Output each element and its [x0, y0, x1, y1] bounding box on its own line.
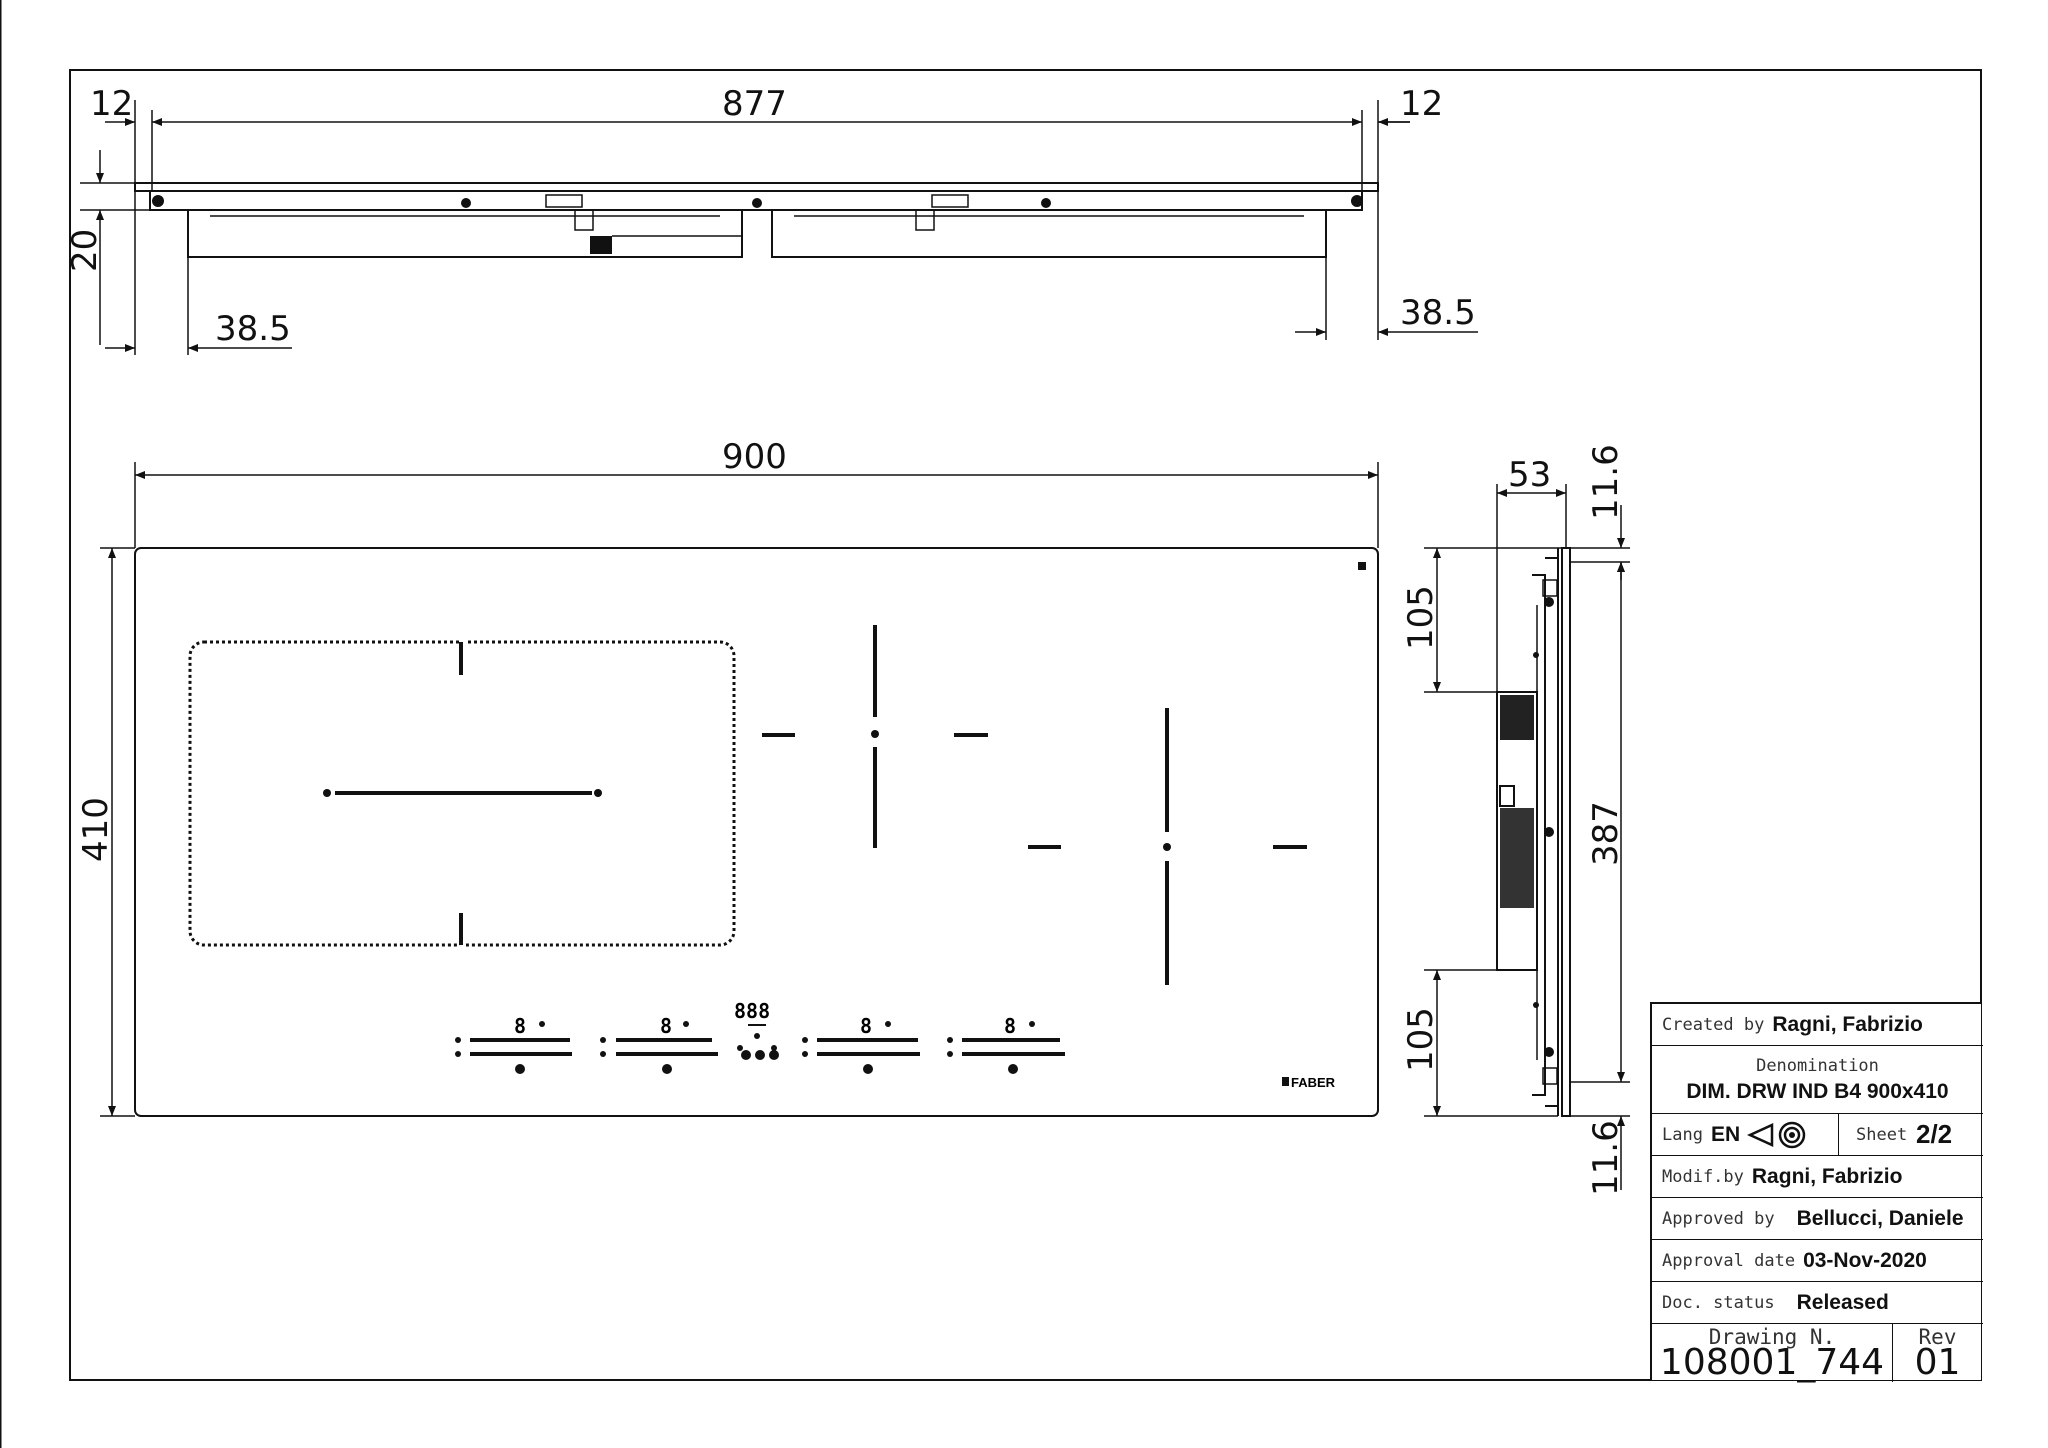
- tb-denomination: Denomination DIM. DRW IND B4 900x410: [1652, 1046, 1983, 1114]
- tb-rev-value: 01: [1914, 1342, 1961, 1383]
- control-slider-3: 8: [802, 1014, 920, 1074]
- tb-lang-value: EN: [1710, 1122, 1741, 1146]
- tb-approval-date-value: 03-Nov-2020: [1803, 1248, 1927, 1272]
- front-view: [134, 182, 1379, 258]
- dim-top-right-overhang: 12: [1400, 84, 1443, 124]
- side-view: [1496, 547, 1571, 1117]
- dim-side-upper-span: 105: [1401, 585, 1441, 650]
- dim-side-lower-span: 105: [1401, 1007, 1441, 1072]
- control-center: 888: [734, 999, 779, 1060]
- tb-denomination-value: DIM. DRW IND B4 900x410: [1686, 1079, 1949, 1103]
- dim-overall-depth: 410: [76, 797, 116, 862]
- cooktop-outline: [134, 547, 1379, 1117]
- tb-approved-value: Bellucci, Daniele: [1796, 1206, 1964, 1230]
- projection-symbol-icon: [1747, 1121, 1806, 1148]
- svg-text:8: 8: [1004, 1014, 1016, 1038]
- plan-view: 8 8 888: [134, 547, 1379, 1117]
- tb-lang-sheet: Lang EN Sheet 2/2: [1652, 1114, 1983, 1156]
- control-panel: 8 8 888: [455, 999, 1065, 1074]
- control-slider-4: 8: [947, 1014, 1065, 1074]
- dim-right-inset: 38.5: [1400, 293, 1476, 333]
- plan-view-dimensions: 900 410: [76, 437, 1379, 1117]
- dim-top-width: 877: [722, 84, 787, 124]
- tb-rev-label: Rev: [1918, 1325, 1957, 1349]
- dim-top-left-overhang: 12: [90, 84, 133, 124]
- tb-modif: Modif.by Ragni, Fabrizio: [1652, 1156, 1983, 1198]
- dim-overall-width: 900: [722, 437, 787, 477]
- dim-side-bottom-offset: 11.6: [1586, 1120, 1626, 1196]
- dim-side-height: 387: [1586, 801, 1626, 866]
- front-view-dimensions: 12 877 12 20 38.5 38.5: [65, 84, 1478, 355]
- tb-drawing: Drawing N. 108001_744 Rev 01: [1652, 1324, 1983, 1382]
- svg-text:8: 8: [860, 1014, 872, 1038]
- svg-text:8: 8: [514, 1014, 526, 1038]
- tb-sheet-label: Sheet: [1856, 1124, 1908, 1145]
- control-slider-1: 8: [455, 1014, 572, 1074]
- control-slider-2: 8: [600, 1014, 718, 1074]
- tb-modif-value: Ragni, Fabrizio: [1751, 1164, 1903, 1188]
- brand-logo: FABER: [1291, 1075, 1336, 1090]
- dim-side-top-offset: 11.6: [1586, 444, 1626, 520]
- tb-doc-status: Doc. status Released: [1652, 1282, 1983, 1324]
- tb-approval-date-label: Approval date: [1662, 1250, 1796, 1271]
- tb-modif-label: Modif.by: [1662, 1166, 1744, 1187]
- tb-denomination-label: Denomination: [1756, 1055, 1879, 1076]
- side-view-dimensions: 53 11.6 105 387 105 11.6: [1401, 444, 1630, 1196]
- tb-created-label: Created by: [1662, 1014, 1765, 1035]
- svg-text:888: 888: [734, 999, 770, 1023]
- tb-drawing-value: 108001_744: [1659, 1342, 1885, 1383]
- tb-created-value: Ragni, Fabrizio: [1772, 1012, 1923, 1036]
- sheet-border: [69, 69, 1982, 1381]
- tb-approved-label: Approved by: [1662, 1208, 1775, 1229]
- tb-doc-status-value: Released: [1796, 1290, 1889, 1314]
- dim-depth: 20: [65, 229, 105, 272]
- dim-side-thickness: 53: [1508, 455, 1551, 495]
- tb-drawing-label: Drawing N.: [1708, 1325, 1836, 1349]
- tb-created: Created by Ragni, Fabrizio: [1652, 1004, 1983, 1046]
- tb-lang-label: Lang: [1662, 1124, 1703, 1145]
- tb-approved: Approved by Bellucci, Daniele: [1652, 1198, 1983, 1240]
- title-block: Created by Ragni, Fabrizio Denomination …: [1650, 1002, 1983, 1382]
- tb-doc-status-label: Doc. status: [1662, 1292, 1775, 1313]
- tb-sheet-value: 2/2: [1916, 1119, 1953, 1149]
- svg-text:8: 8: [660, 1014, 672, 1038]
- tb-approval-date: Approval date 03-Nov-2020: [1652, 1240, 1983, 1282]
- dim-left-inset: 38.5: [215, 309, 291, 349]
